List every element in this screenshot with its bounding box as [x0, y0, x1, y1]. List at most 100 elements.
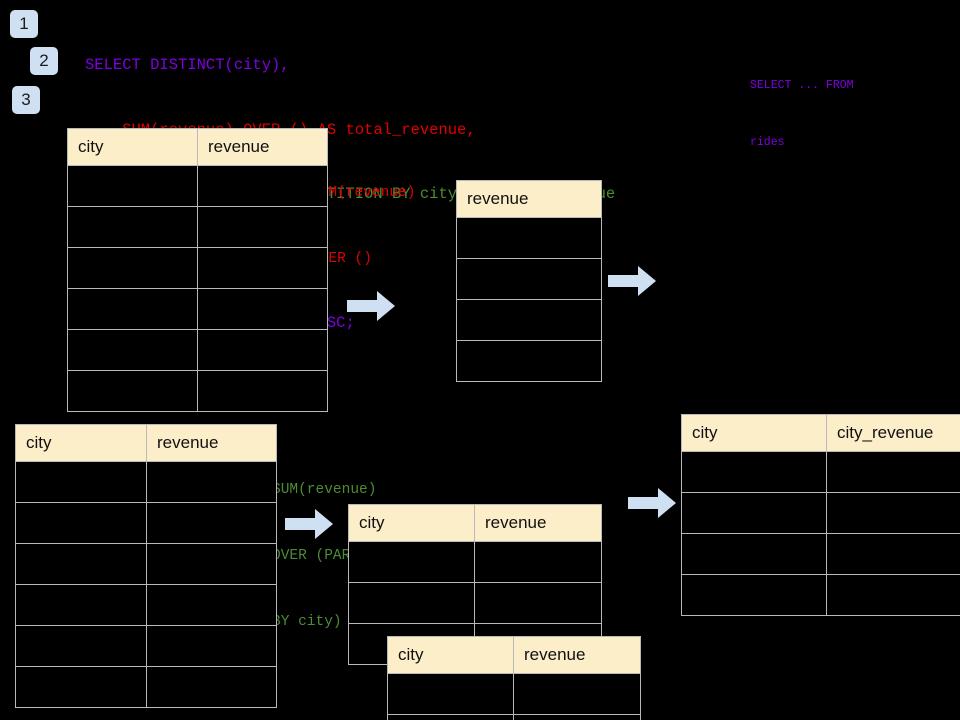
table-cell: [348, 541, 475, 583]
table-row: [348, 541, 602, 583]
annotation-sum-over-partition-line1: SUM(revenue): [272, 482, 377, 498]
table-cell: [67, 165, 198, 207]
table-cell: [681, 574, 827, 616]
table-cell: [387, 673, 514, 715]
table-cell: [197, 206, 328, 248]
table-cell: [826, 533, 960, 575]
select-from-rides-note-line1: SELECT ... FROM: [750, 79, 854, 92]
table-row: [681, 492, 960, 534]
table-row: [681, 451, 960, 493]
select-from-rides-note: SELECT ... FROM rides: [750, 38, 854, 190]
table-header-row: city revenue: [348, 504, 602, 542]
table-cell: [681, 451, 827, 493]
column-header-city: city: [15, 424, 147, 462]
table-cell: [474, 541, 602, 583]
select-from-rides-note-line2: rides: [750, 136, 785, 149]
arrow-rides-to-total-revenue: [347, 291, 395, 321]
table-cell: [146, 666, 277, 708]
partition-group-table-front: city revenue: [387, 636, 641, 720]
table-cell: [456, 258, 602, 300]
table-cell: [15, 666, 147, 708]
arrow-total-revenue-to-result: [608, 266, 656, 296]
table-cell: [146, 584, 277, 626]
table-row: [15, 625, 277, 667]
table-row: [67, 370, 328, 412]
table-cell: [146, 625, 277, 667]
table-cell: [67, 370, 198, 412]
table-cell: [15, 584, 147, 626]
table-cell: [348, 582, 475, 624]
table-cell: [15, 461, 147, 503]
table-cell: [681, 492, 827, 534]
column-header-revenue: revenue: [456, 180, 602, 218]
table-row: [387, 714, 641, 720]
table-cell: [826, 492, 960, 534]
column-header-revenue: revenue: [474, 504, 602, 542]
table-row: [456, 217, 602, 259]
table-row: [15, 461, 277, 503]
table-cell: [387, 714, 514, 720]
table-cell: [197, 288, 328, 330]
table-header-row: city revenue: [387, 636, 641, 674]
table-row: [15, 543, 277, 585]
annotation-sum-over-partition: SUM(revenue) OVER (PARTITION BY city): [272, 435, 403, 677]
table-row: [15, 502, 277, 544]
table-cell: [513, 714, 641, 720]
table-row: [67, 288, 328, 330]
table-row: [681, 533, 960, 575]
column-header-city: city: [387, 636, 514, 674]
table-row: [67, 165, 328, 207]
rides-source-table-bottom: city revenue: [15, 424, 277, 708]
table-row: [67, 247, 328, 289]
table-header-row: city revenue: [67, 128, 328, 166]
table-row: [15, 584, 277, 626]
arrow-rides-to-partition: [285, 509, 333, 539]
table-row: [456, 299, 602, 341]
table-cell: [681, 533, 827, 575]
table-row: [348, 582, 602, 624]
table-header-row: city city_revenue: [681, 414, 960, 452]
table-cell: [197, 370, 328, 412]
table-cell: [67, 247, 198, 289]
table-cell: [456, 299, 602, 341]
table-cell: [146, 543, 277, 585]
column-header-city: city: [681, 414, 827, 452]
column-header-revenue: revenue: [513, 636, 641, 674]
table-cell: [197, 165, 328, 207]
table-cell: [146, 461, 277, 503]
table-header-row: city revenue: [15, 424, 277, 462]
column-header-city: city: [348, 504, 475, 542]
table-cell: [826, 574, 960, 616]
table-cell: [456, 217, 602, 259]
table-cell: [197, 247, 328, 289]
table-cell: [474, 582, 602, 624]
table-cell: [67, 288, 198, 330]
table-cell: [67, 329, 198, 371]
table-row: [67, 329, 328, 371]
table-cell: [456, 340, 602, 382]
sql-line-select: SELECT DISTINCT(city),: [85, 56, 290, 74]
table-row: [456, 258, 602, 300]
annotation-sum-over-empty-line1: SUM(revenue): [311, 185, 416, 201]
table-row: [387, 673, 641, 715]
column-header-city-revenue: city_revenue: [826, 414, 960, 452]
table-cell: [15, 543, 147, 585]
table-row: [67, 206, 328, 248]
rides-source-table-top: city revenue: [67, 128, 328, 412]
table-row: [15, 666, 277, 708]
table-cell: [146, 502, 277, 544]
table-row: [456, 340, 602, 382]
column-header-revenue: revenue: [197, 128, 328, 166]
table-header-row: revenue: [456, 180, 602, 218]
table-cell: [15, 625, 147, 667]
step-badge-3: 3: [12, 86, 40, 114]
table-row: [681, 574, 960, 616]
table-cell: [197, 329, 328, 371]
total-revenue-table: revenue: [456, 180, 602, 382]
step-badge-2: 2: [30, 47, 58, 75]
arrow-partition-to-result: [628, 488, 676, 518]
table-cell: [67, 206, 198, 248]
table-cell: [826, 451, 960, 493]
table-cell: [15, 502, 147, 544]
